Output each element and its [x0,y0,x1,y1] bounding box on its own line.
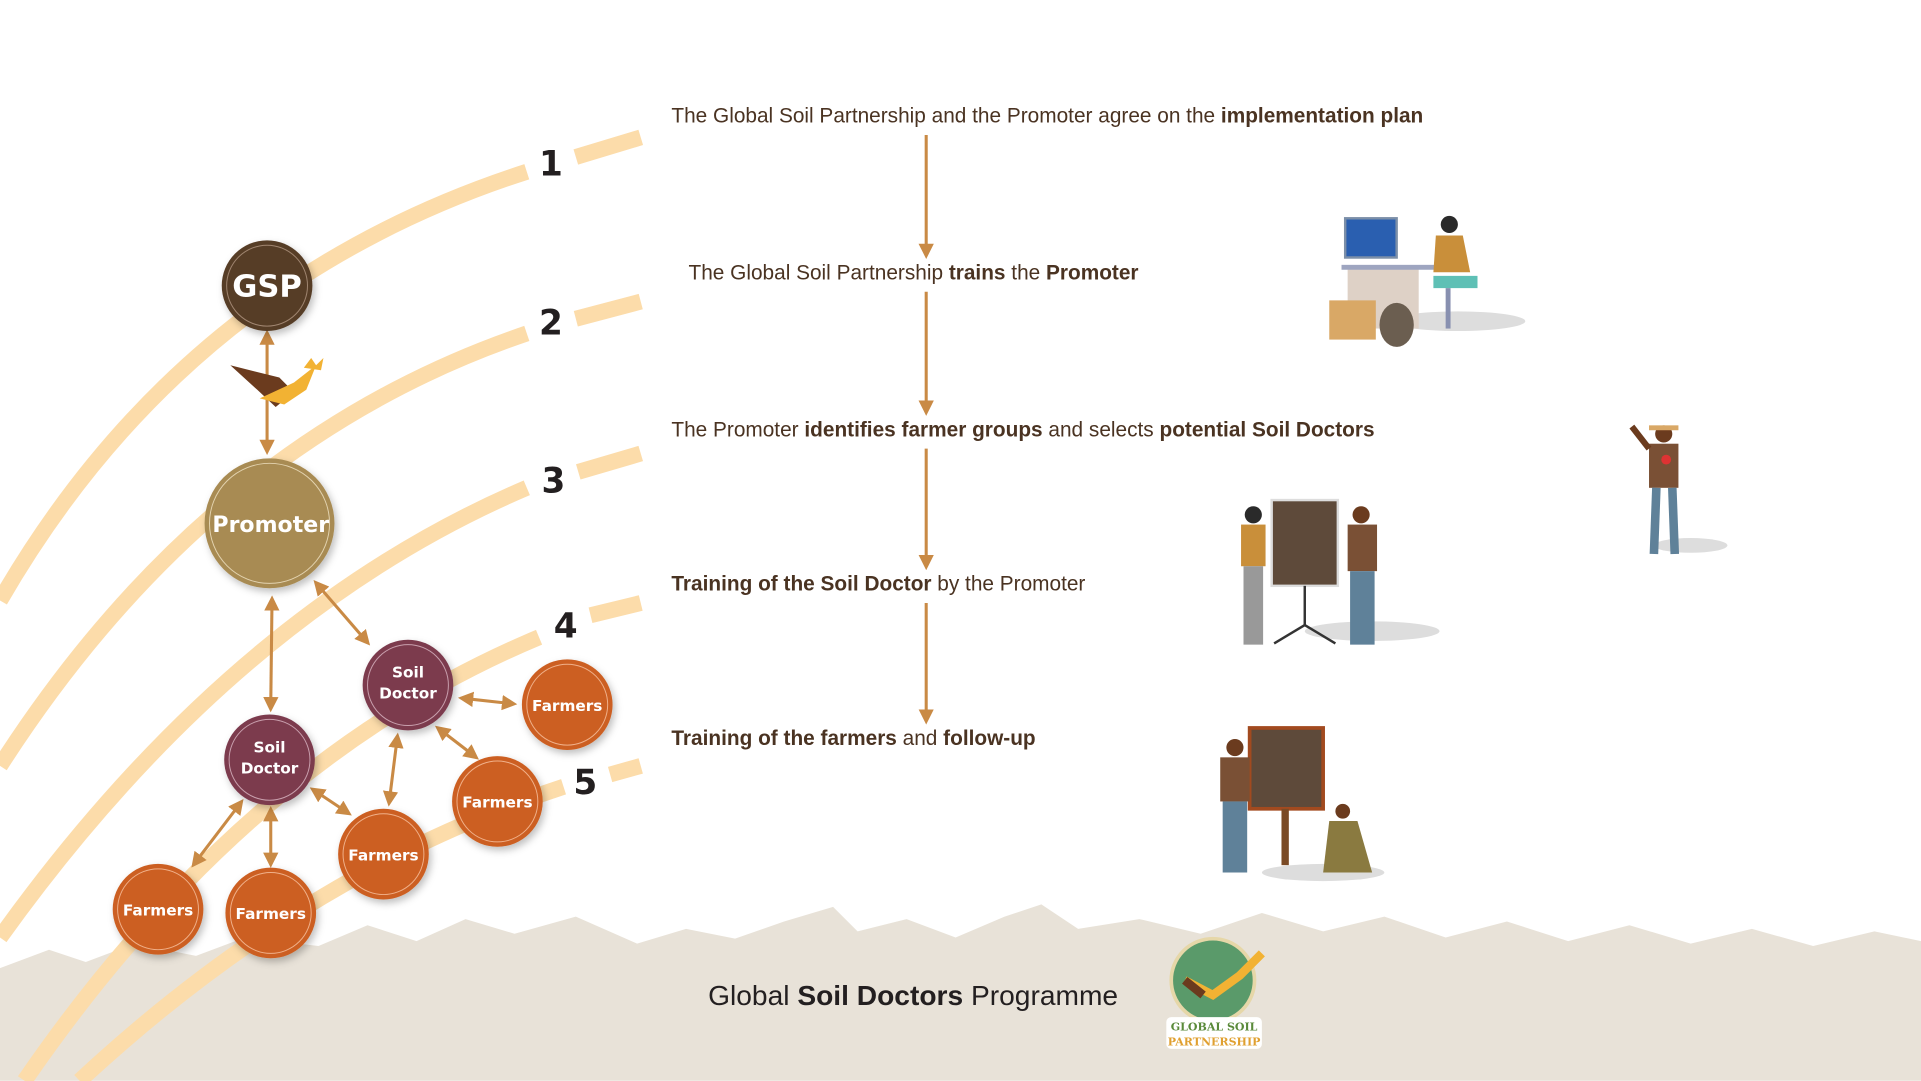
field-training-illustration [1220,726,1385,882]
svg-text:PARTNERSHIP: PARTNERSHIP [1168,1035,1261,1048]
step-1-text: The Global Soil Partnership and the Prom… [671,105,1423,128]
gsp-logo: GLOBAL SOIL PARTNERSHIP [1166,936,1265,1049]
step-number: 3 [542,462,566,502]
gsp-node: GSP [221,240,313,332]
step-5-text: Training of the farmers and follow-up [671,727,1035,750]
soil-doctor-node: Soil Doctor [362,639,454,731]
svg-text:Farmers: Farmers [123,901,193,919]
svg-text:Farmers: Farmers [348,846,418,864]
step-4-text: Training of the Soil Doctor by the Promo… [671,573,1085,596]
programme-title: Global Soil Doctors Programme [708,979,1118,1011]
farmers-node: Farmers [521,659,613,750]
farmers-node: Farmers [452,756,543,847]
svg-text:GSP: GSP [232,270,302,305]
step-number: 1 [539,144,563,184]
svg-text:Promoter: Promoter [212,513,329,538]
svg-text:Farmers: Farmers [236,905,306,923]
svg-text:Doctor: Doctor [241,759,299,777]
step-2-text: The Global Soil Partnership trains the P… [689,262,1139,285]
step-3-text: The Promoter identifies farmer groups an… [671,418,1374,441]
svg-text:Soil: Soil [254,738,286,756]
step-number: 4 [554,606,578,646]
soil-doctor-waving-illustration [1629,424,1728,555]
poster-training-illustration [1241,498,1440,645]
handshake-icon [230,357,324,407]
step-number: 2 [539,304,563,344]
svg-text:Soil: Soil [392,664,424,682]
farmers-node: Farmers [338,808,429,900]
step-number: 5 [573,763,597,803]
online-training-illustration [1329,215,1526,347]
svg-text:Doctor: Doctor [379,685,437,703]
soil-doctor-node: Soil Doctor [224,714,315,806]
svg-text:GLOBAL SOIL: GLOBAL SOIL [1171,1021,1258,1034]
farmers-node: Farmers [112,863,204,955]
svg-text:Farmers: Farmers [532,697,602,715]
svg-text:Farmers: Farmers [462,794,532,812]
promoter-node: Promoter [204,458,335,589]
network-arrows [191,329,518,868]
farmers-node: Farmers [225,867,317,959]
ground-silhouette [0,904,1921,1081]
